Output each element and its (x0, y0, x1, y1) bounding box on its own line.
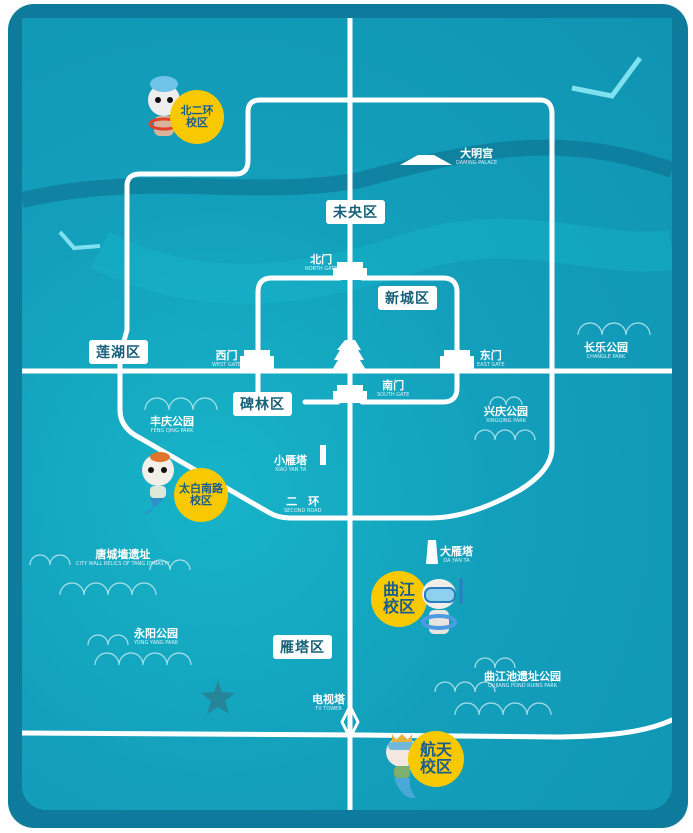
river-band (22, 139, 672, 208)
campus-name: 曲江 (382, 580, 415, 600)
park-wave-icons (29, 322, 651, 716)
city-wall-road (255, 275, 460, 405)
road-network (22, 18, 672, 810)
campus-badge-north-second-ring[interactable]: 北二环校区 (170, 90, 224, 144)
campus-badge-hangtian[interactable]: 航天校区 (408, 731, 464, 787)
campus-suffix: 校区 (419, 757, 452, 776)
campus-suffix: 校区 (186, 116, 208, 129)
district-label-beilin: 碑林区 (233, 392, 292, 416)
district-label-lianhu: 莲湖区 (89, 340, 148, 364)
campus-name: 航天 (419, 740, 452, 760)
wave-band (91, 218, 672, 304)
district-label-yanta: 雁塔区 (273, 635, 332, 659)
campus-suffix: 校区 (382, 597, 415, 616)
district-label-xincheng: 新城区 (378, 286, 437, 310)
seagull-icon (571, 56, 643, 99)
campus-name: 太白南路 (179, 482, 223, 496)
campus-suffix: 校区 (190, 494, 212, 507)
district-label-weiyang: 未央区 (326, 200, 385, 224)
south-road (22, 717, 672, 740)
gate-icons (240, 155, 474, 564)
second-ring-road (117, 97, 555, 521)
seagull-icon (58, 230, 101, 251)
bell-tower-icon (332, 340, 366, 370)
starfish-icon (201, 680, 235, 714)
mascot-icon (142, 452, 174, 514)
mascot-icon (421, 578, 463, 634)
daming-palace-icon (400, 155, 452, 165)
campus-badge-taibai-south-road[interactable]: 太白南路校区 (174, 468, 228, 522)
campus-name: 北二环 (180, 104, 214, 118)
campus-badge-qujiang[interactable]: 曲江校区 (371, 571, 427, 627)
tv-tower-icon (340, 704, 360, 740)
